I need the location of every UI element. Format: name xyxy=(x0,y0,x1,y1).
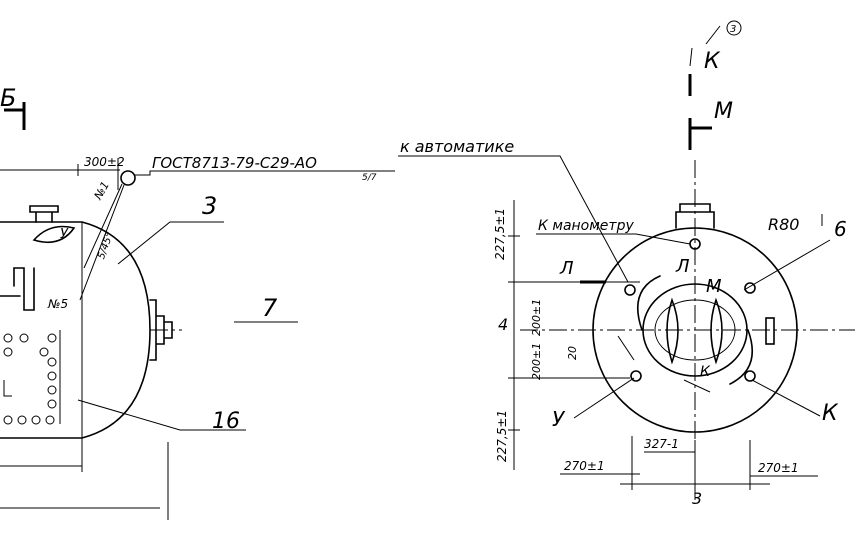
label-manometers: К манометру xyxy=(538,218,634,234)
end-view: 3 К М к автоматике К манометру xyxy=(398,20,855,508)
label-3-left: 3 xyxy=(202,192,217,220)
section-mark-b: Б xyxy=(0,84,16,112)
label-m-mid: М xyxy=(706,276,722,297)
label-16: 16 xyxy=(212,409,240,434)
dim-200-a: 200±1 xyxy=(530,299,543,336)
label-l1: Л xyxy=(559,258,574,279)
callout-circle xyxy=(120,170,136,186)
label-l2: Л xyxy=(675,256,690,277)
dim-227-top: 227,5±1 xyxy=(493,208,507,260)
dim-200-b: 200±1 xyxy=(530,343,543,380)
marker-3: 3 xyxy=(730,24,736,35)
label-y-left: У xyxy=(60,227,69,242)
label-3-bottom: 3 xyxy=(692,489,702,508)
label-6: 6 xyxy=(834,217,847,241)
gost-note: ГОСТ8713-79-С29-АО xyxy=(152,154,317,172)
note-n5: №5 xyxy=(47,297,68,311)
dim-327: 327-1 xyxy=(644,437,679,451)
dim-227-bottom: 227,5±1 xyxy=(495,410,509,462)
label-r80: R80 xyxy=(768,215,799,234)
marker-circle xyxy=(726,20,742,36)
label-y-right: У xyxy=(552,407,566,431)
mark-m-top: М xyxy=(714,99,733,124)
label-4: 4 xyxy=(498,315,508,334)
label-k-right: К xyxy=(822,401,839,426)
label-k-mid: К xyxy=(700,364,711,380)
label-7: 7 xyxy=(262,294,278,322)
gost-tail: 5/7 xyxy=(362,173,377,183)
dim-300: 300±2 xyxy=(84,155,125,169)
dim-20: 20 xyxy=(566,346,579,360)
bolt-pattern xyxy=(3,330,61,425)
mark-k-top: К xyxy=(704,49,721,74)
label-automatics: к автоматике xyxy=(400,137,514,156)
dim-270-right: 270±1 xyxy=(758,461,799,475)
side-view: Б 300±2 №1 ГОСТ8713-79-С29-АО 5/7 №5 5/4… xyxy=(0,84,395,520)
dim-270-left: 270±1 xyxy=(564,459,605,473)
note-n1: №1 xyxy=(91,179,112,202)
